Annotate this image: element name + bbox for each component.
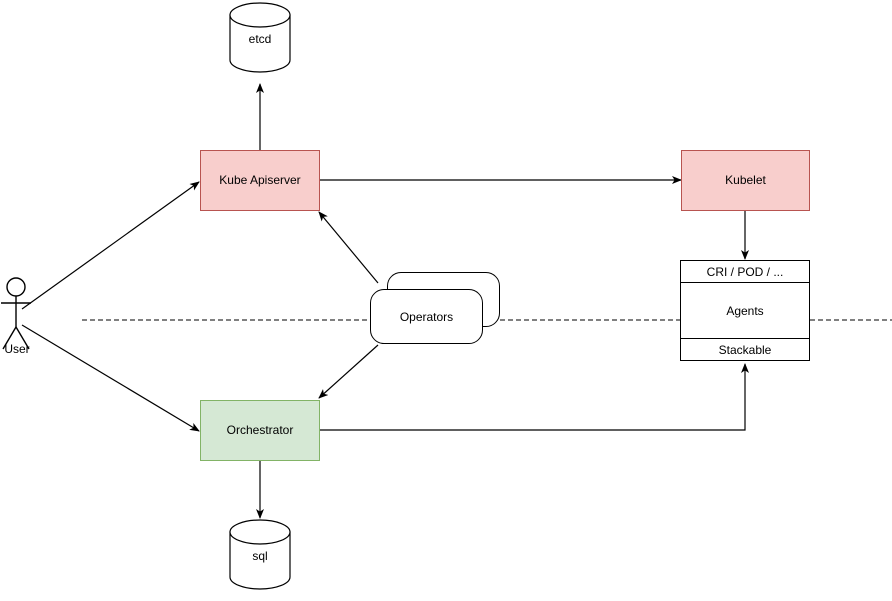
node-kubelet[interactable]: Kubelet [681,150,810,211]
edge-operators-to-kube-apiserver [318,211,379,284]
node-agents-stackable-label: Stackable [718,342,772,357]
etcd-cylinder-shape [229,2,291,73]
node-operators-group[interactable]: Operators [370,272,500,344]
node-user-label: User [4,342,30,356]
edge-user-to-orchestrator [21,324,200,432]
node-agents-cri-row[interactable]: CRI / POD / ... [681,261,809,283]
node-operators-front-card[interactable]: Operators [370,289,483,344]
node-etcd[interactable]: etcd [230,3,290,75]
node-sql-label: sql [252,549,268,563]
node-kube-apiserver[interactable]: Kube Apiserver [200,150,320,211]
node-orchestrator-label: Orchestrator [226,423,294,438]
node-agents-main-row[interactable]: Agents [681,283,809,338]
node-user[interactable]: User [0,276,34,358]
node-agents-stackable-row[interactable]: Stackable [681,338,809,360]
node-sql[interactable]: sql [230,520,290,592]
edge-operators-to-orchestrator [318,344,379,399]
edge-user-to-kube-apiserver [21,181,200,310]
node-kubelet-label: Kubelet [725,173,766,188]
user-actor-icon [1,277,31,350]
node-orchestrator[interactable]: Orchestrator [200,400,320,461]
node-agents-group[interactable]: CRI / POD / ... Agents Stackable [680,260,810,361]
node-agents-main-label: Agents [726,303,764,318]
node-agents-cri-label: CRI / POD / ... [706,264,784,279]
node-operators-label: Operators [399,309,454,324]
edge-orchestrator-to-agents [320,363,749,431]
node-kube-apiserver-label: Kube Apiserver [219,173,301,188]
sql-cylinder-shape [229,519,291,590]
node-etcd-label: etcd [248,32,272,46]
